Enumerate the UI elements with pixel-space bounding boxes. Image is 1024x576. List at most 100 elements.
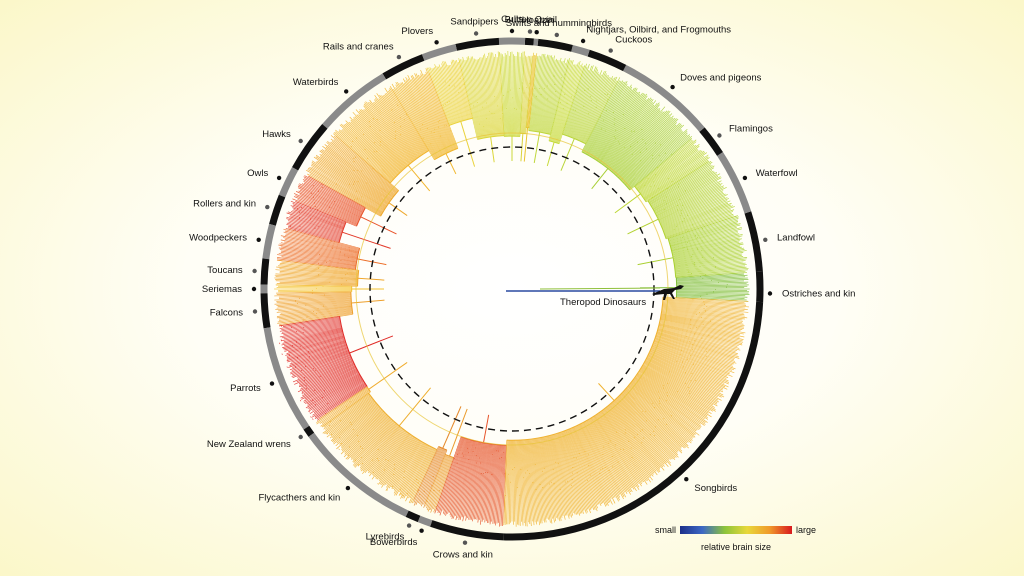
bird-icon-lyrebirds	[406, 523, 412, 528]
ring-segment-sandpipers	[455, 37, 500, 51]
clade-label-swifts-and-hummingbirds: Swifts and hummingbirds	[506, 18, 612, 29]
ring-segment-woodpeckers	[262, 223, 276, 260]
bird-icon-hoatzin	[534, 30, 539, 35]
legend-min-label: small	[655, 525, 676, 535]
ring-segment-toucans	[260, 258, 270, 285]
ring-segment-waterbirds	[322, 73, 387, 129]
clade-label-gulls: Gulls	[501, 14, 523, 25]
ring-segment-bowerbirds	[417, 515, 433, 527]
ring-segment-ostriches-and-kin	[755, 271, 764, 303]
clade-label-falcons: Falcons	[210, 308, 244, 319]
bird-icon-bowerbirds	[419, 528, 424, 533]
bird-icon-swifts-and-hummingbirds	[554, 32, 559, 38]
bird-icon-owls	[276, 175, 282, 181]
branches-crows-and-kin	[434, 414, 507, 527]
ring-segment-plovers	[421, 43, 458, 61]
ring-segment-waterfowl	[717, 152, 752, 214]
ring-segment-flamingos	[699, 127, 723, 156]
clade-label-flycacthers-and-kin: Flycacthers and kin	[258, 492, 340, 503]
ring-segment-nightjars-oilbird-and-frogmouths	[571, 44, 590, 57]
bird-icon-crows-and-kin	[462, 540, 468, 545]
branches-swifts-and-hummingbirds	[528, 53, 570, 164]
ring-segment-doves-and-pigeons	[623, 64, 705, 132]
bird-icon-sandpipers	[473, 31, 479, 36]
ring-segment-landfowl	[744, 211, 763, 272]
branches-seriemas	[274, 284, 384, 294]
ring-segment-hawks	[292, 124, 328, 171]
branches-gulls	[499, 51, 525, 161]
clade-label-waterbirds: Waterbirds	[293, 77, 339, 88]
dinosaur-icon	[652, 285, 684, 300]
bird-icon-new-zealand-wrens	[298, 434, 303, 440]
clade-label-doves-and-pigeons: Doves and pigeons	[680, 73, 762, 84]
ring-segment-falcons	[260, 293, 271, 329]
bird-icon-rails-and-cranes	[396, 54, 402, 60]
bird-icon-waterfowl	[742, 175, 748, 181]
bird-icon-flycacthers-and-kin	[345, 485, 351, 491]
ring-segment-cuckoos	[587, 49, 627, 72]
bird-icon-cuckoos	[608, 48, 613, 53]
clade-label-bowerbirds: Bowerbirds	[370, 537, 418, 548]
branches-cuckoos	[560, 63, 621, 171]
clade-label-landfowl: Landfowl	[777, 233, 815, 244]
bird-icon-button-quail	[527, 29, 533, 34]
branches-ostriches-and-kin	[639, 272, 750, 302]
ring-segment-swifts-and-hummingbirds	[537, 38, 573, 52]
clade-label-seriemas: Seriemas	[202, 284, 242, 295]
root-label: Theropod Dinosaurs	[560, 297, 646, 308]
dashed-time-ring	[369, 146, 655, 432]
legend-color-bar	[680, 526, 792, 534]
clade-label-waterfowl: Waterfowl	[756, 168, 798, 179]
bird-icon-nightjars-oilbird-and-frogmouths	[580, 38, 586, 44]
ring-segment-owls	[278, 167, 299, 198]
ring-segment-flycacthers-and-kin	[308, 432, 409, 517]
ring-segment-lyrebirds	[405, 510, 421, 523]
branches-flycacthers-and-kin	[321, 387, 438, 504]
clade-ring	[260, 37, 764, 541]
branches-sandpipers	[458, 51, 505, 163]
branches-parrots	[279, 315, 394, 421]
bird-icon-toucans	[252, 268, 257, 274]
clade-label-parrots: Parrots	[230, 383, 261, 394]
bird-icon-songbirds	[684, 477, 689, 482]
bird-icon-falcons	[252, 309, 258, 314]
root-line-2	[539, 287, 661, 290]
clade-label-nightjars-oilbird-and-frogmouths: Nightjars, Oilbird, and Frogmouths	[586, 25, 731, 36]
bird-icon-waterbirds	[344, 89, 349, 94]
bird-icon-ostriches-and-kin	[767, 291, 773, 296]
branches-plovers	[426, 59, 476, 167]
ring-segment-new-zealand-wrens	[303, 425, 315, 437]
clade-label-button-quail: Button Quail	[505, 15, 557, 26]
branches-doves-and-pigeons	[581, 80, 693, 191]
bird-icon-hawks	[298, 138, 303, 144]
branches-lyrebirds	[413, 406, 462, 508]
bird-icon-woodpeckers	[256, 237, 261, 242]
ring-segment-button-quail	[524, 37, 534, 46]
bird-icon-plovers	[434, 40, 439, 45]
clade-label-toucans: Toucans	[207, 265, 243, 276]
ring-segment-rollers-and-kin	[269, 194, 286, 226]
clade-label-lyrebirds: Lyrebirds	[366, 532, 405, 543]
branches-rollers-and-kin	[285, 200, 391, 249]
ring-segment-songbirds	[503, 301, 764, 541]
tree-branches	[274, 51, 750, 527]
branches-landfowl	[637, 215, 749, 278]
branches-hawks	[306, 135, 408, 217]
bird-icon-gulls	[509, 28, 515, 34]
clade-label-rollers-and-kin: Rollers and kin	[193, 198, 256, 209]
clade-label-new-zealand-wrens: New Zealand wrens	[207, 439, 291, 450]
bird-icon-rollers-and-kin	[265, 204, 270, 210]
bird-icon-landfowl	[763, 237, 768, 242]
branches-falcons	[274, 291, 385, 327]
ring-segment-parrots	[263, 327, 310, 430]
clade-label-crows-and-kin: Crows and kin	[433, 550, 493, 561]
clade-label-rails-and-cranes: Rails and cranes	[323, 41, 394, 52]
ring-segment-crows-and-kin	[430, 520, 504, 541]
branches-toucans	[274, 259, 385, 287]
legend-max-label: large	[796, 525, 816, 535]
bird-icon-doves-and-pigeons	[670, 84, 675, 90]
branches-flamingos	[614, 138, 710, 214]
clade-label-flamingos: Flamingos	[729, 123, 773, 134]
